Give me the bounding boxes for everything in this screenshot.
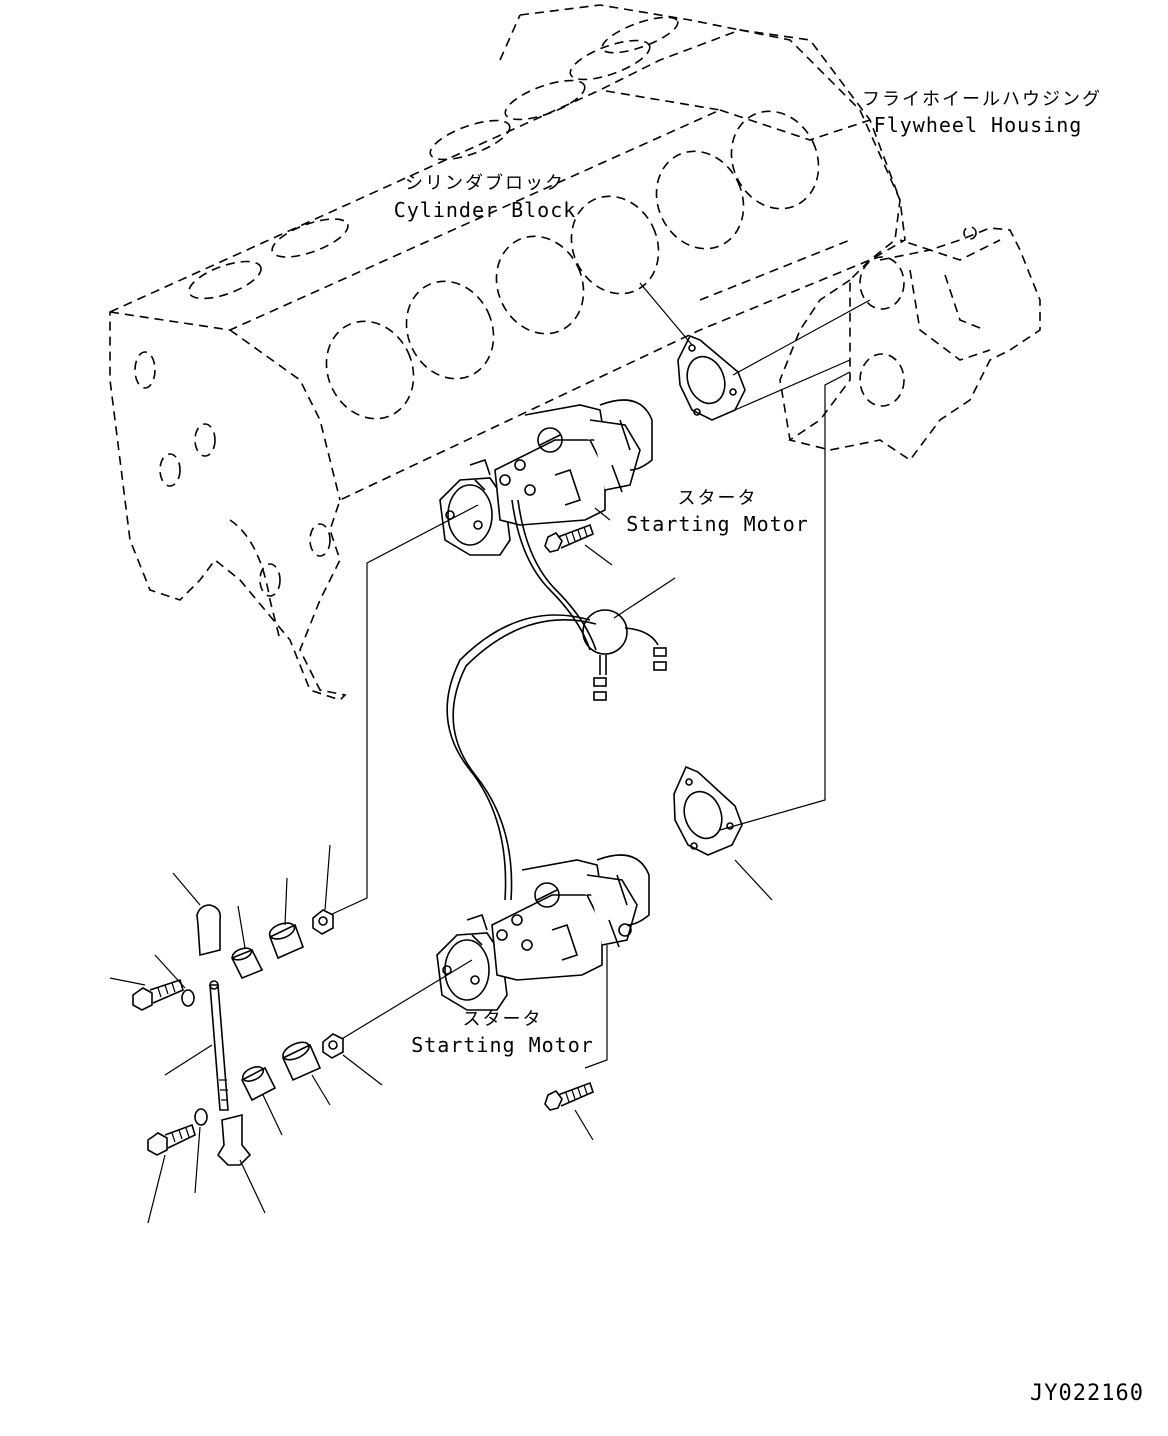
upper-gasket (677, 334, 746, 421)
drawing-number: JY022160 (1030, 1381, 1144, 1406)
starting-motor-lower-label-jp: スタータ (462, 1009, 543, 1030)
flywheel-housing-outline (699, 29, 1041, 462)
starting-motor-upper-label-en: Starting Motor (626, 512, 809, 536)
upper-starter-bolt (544, 523, 594, 553)
cylinder-block-label-jp: シリンダブロック (405, 173, 565, 194)
cylinder-block-label-en: Cylinder Block (393, 198, 577, 222)
bracket-parts (109, 844, 383, 1224)
flywheel-housing-label-jp: フライホイールハウジング (862, 89, 1102, 110)
starting-motor-lower-label-en: Starting Motor (411, 1033, 594, 1057)
lower-starter-bolt (544, 1081, 594, 1111)
lower-gasket (673, 765, 743, 856)
lower-starting-motor (436, 854, 650, 1011)
starting-motor-upper-label-jp: スタータ (677, 488, 758, 509)
flywheel-housing-label-en: Flywheel Housing (873, 113, 1083, 137)
wiring-harness (446, 499, 667, 901)
cylinder-block-outline (109, 4, 901, 701)
upper-starting-motor (439, 399, 653, 556)
